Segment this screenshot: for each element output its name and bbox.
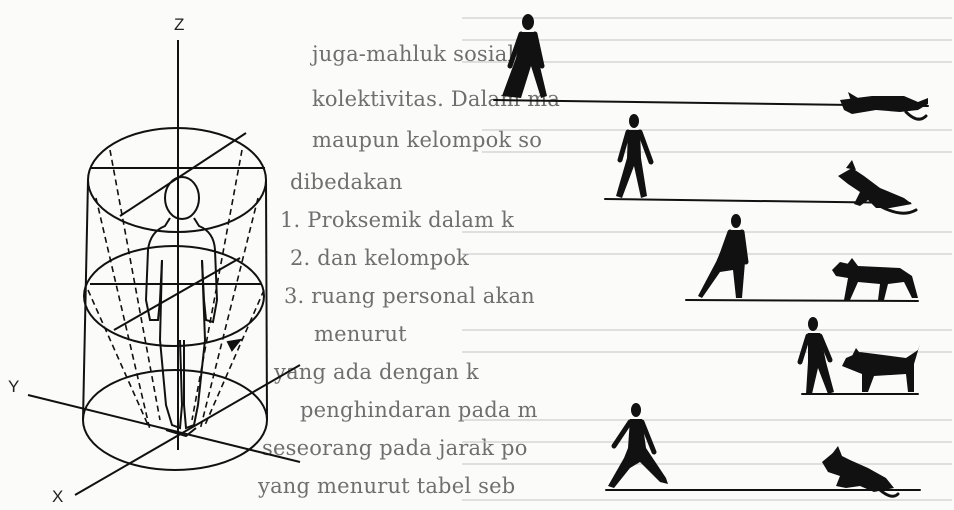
person-silhouette [698,214,746,298]
scene-far [494,14,928,119]
dog-silhouette-lying [840,92,928,119]
scene-near [686,214,918,301]
person-silhouette [616,114,651,198]
dog-silhouette-crouching [838,160,916,213]
dog-silhouette-growling [842,344,920,392]
dog-silhouette-pouncing [822,446,898,496]
scene-approach [605,114,916,213]
scene-face-off [800,317,920,394]
person-silhouette-running [608,403,668,488]
person-silhouette [800,317,834,394]
dog-silhouette-standing [832,258,918,300]
scene-flee [606,403,920,496]
ground-line [686,300,918,301]
person-silhouette [502,14,547,98]
